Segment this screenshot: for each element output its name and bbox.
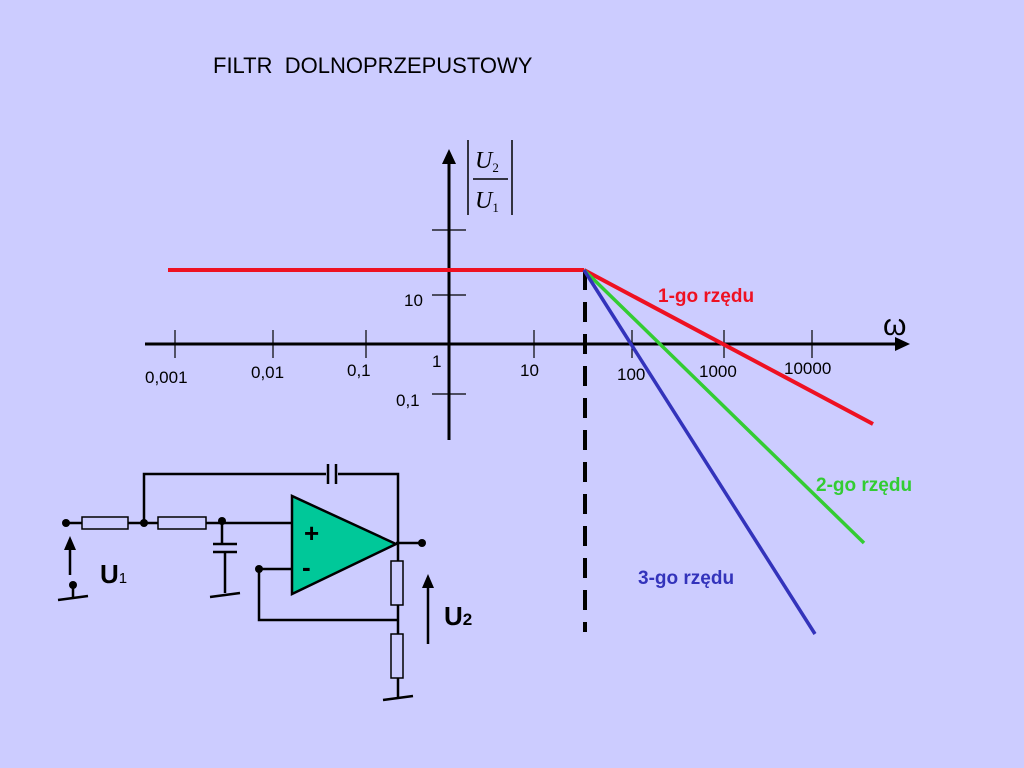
x-tick-label: 0,001 [145,368,188,387]
resistor-r2 [157,516,207,530]
x-tick-label: 10000 [784,359,831,378]
second-order-slope [582,268,866,545]
x-tick-label: 100 [617,365,645,384]
numerator: U2 [475,148,499,175]
axes [145,160,898,440]
y-tick-label: 0,1 [396,391,420,410]
x-tick-label: 0,01 [251,363,284,382]
first-order-slope [583,268,874,426]
third-order-slope [582,269,817,635]
x-tick-labels: 0,001 0,01 0,1 10 100 1000 10000 [145,359,831,387]
y-tick-label: 10 [404,291,423,310]
resistor-r1 [81,516,129,530]
input-voltage-label: U1 [100,559,127,589]
first-order-label: 1-go rzędu [658,286,754,307]
x-axis-symbol: ω [883,309,906,342]
denominator: U1 [475,188,499,215]
feedback-wire [142,472,326,523]
third-order-label: 3-go rzędu [638,568,734,589]
y-axis-ticks [432,229,466,395]
output-voltage-label: U2 [444,601,472,631]
output-terminal [418,539,426,547]
opamp-minus-sign: - [302,552,311,582]
origin-label: 1 [432,352,441,371]
feedback-wire [338,472,400,543]
x-tick-label: 1000 [699,362,737,381]
x-axis-arrow [895,337,910,351]
output-ground-symbol [382,694,414,702]
resistor-r3 [390,560,404,606]
ground-symbol [209,591,241,599]
input-voltage-arrow-head [64,536,76,550]
opamp-triangle [290,494,399,596]
second-order-label: 2-go rzędu [816,475,912,496]
x-tick-label: 10 [520,361,539,380]
y-axis-label: U2 U1 [467,140,513,215]
wire [257,569,398,622]
diagram-title: FILTR DOLNOPRZEPUSTOWY [213,53,533,78]
resistor-r4 [390,633,404,679]
output-voltage-arrow-head [422,574,434,588]
y-axis-arrow [442,149,456,164]
opamp-plus-sign: + [304,518,319,548]
x-tick-label: 0,1 [347,361,371,380]
circuit-schematic [57,464,434,702]
input-ground-symbol [57,594,89,602]
